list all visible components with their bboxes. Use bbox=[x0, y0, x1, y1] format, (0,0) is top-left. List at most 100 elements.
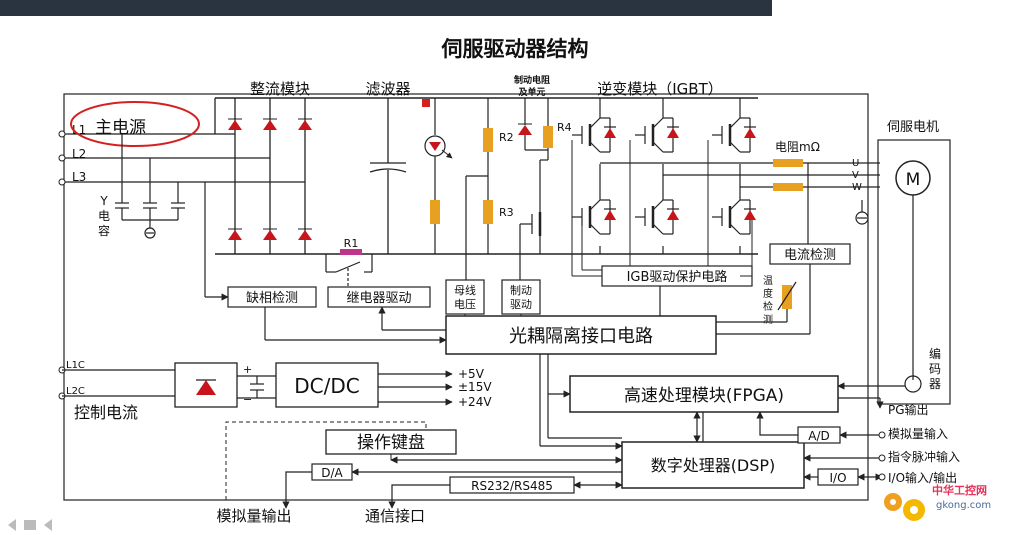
analog-out-label: 模拟量输出 bbox=[216, 507, 291, 525]
dcdc-label: DC/DC bbox=[294, 374, 359, 398]
brake-driver-label-1: 制动 bbox=[510, 284, 532, 297]
freewheel-diode-icon bbox=[667, 210, 679, 220]
filter-label: 滤波器 bbox=[365, 80, 410, 98]
temp-detect-1: 温 bbox=[763, 275, 773, 287]
dcdc-box bbox=[275, 362, 379, 408]
io-inout-label: I/O输入/输出 bbox=[888, 470, 957, 485]
diode-icon bbox=[263, 120, 277, 130]
brake-driver-label-2: 驱动 bbox=[510, 298, 532, 311]
temp-detect-3: 检 bbox=[763, 300, 773, 313]
current-detect-label: 电流检测 bbox=[784, 248, 836, 263]
r4-resistor bbox=[543, 126, 553, 148]
red-marker bbox=[422, 99, 430, 107]
ad-label: A/D bbox=[808, 429, 830, 443]
ground-icon bbox=[855, 200, 869, 225]
r4-label: R4 bbox=[557, 121, 572, 134]
keyboard-label: 操作键盘 bbox=[357, 433, 425, 453]
r1-label: R1 bbox=[344, 237, 359, 250]
terminal-l2 bbox=[58, 154, 66, 162]
brake-diode-icon bbox=[518, 125, 532, 135]
dsp-box bbox=[621, 441, 805, 489]
pulse-in-label: 指令脉冲输入 bbox=[888, 449, 960, 464]
igbt-gate-lines bbox=[571, 140, 753, 277]
temp-detect-4: 测 bbox=[763, 313, 773, 326]
phase-w-label: W bbox=[852, 182, 862, 193]
ad-to-fpga bbox=[756, 411, 798, 436]
r1-resistor bbox=[340, 249, 362, 255]
analog-in-label: 模拟量输入 bbox=[888, 426, 948, 441]
minus-label: − bbox=[243, 393, 252, 406]
diode-icon bbox=[263, 230, 277, 240]
diode-icon bbox=[228, 120, 242, 130]
servo-motor-label: 伺服电机 bbox=[887, 120, 939, 135]
optocoupler-label: 光耦隔离接口电路 bbox=[509, 326, 653, 347]
rectifier-label: 整流模块 bbox=[250, 80, 310, 98]
keyboard-box bbox=[325, 429, 457, 455]
diagram-title: 伺服驱动器结构 bbox=[441, 37, 589, 61]
rs-to-port bbox=[388, 484, 450, 509]
slide-nav-controls[interactable] bbox=[8, 519, 52, 531]
r3-label: R3 bbox=[499, 206, 514, 219]
shunt-resistor-w bbox=[773, 183, 803, 191]
r2-label: R2 bbox=[499, 131, 514, 144]
comm-port-label: 通信接口 bbox=[365, 507, 425, 525]
resistor-mohm-label: 电阻mΩ bbox=[775, 140, 820, 154]
dcdc-outputs bbox=[378, 370, 453, 406]
rectifier-diodes bbox=[228, 118, 312, 240]
l1c-label: L1C bbox=[66, 360, 85, 371]
l2-label: L2 bbox=[72, 147, 86, 161]
thermistor-slash bbox=[777, 281, 797, 311]
terminal-l1 bbox=[58, 130, 66, 138]
igbt-switch-icon bbox=[572, 199, 616, 235]
y-capacitors bbox=[115, 134, 185, 239]
v24-label: +24V bbox=[458, 395, 492, 409]
y-cap-label-3: 容 bbox=[98, 223, 110, 238]
igbt-switch-icon bbox=[572, 117, 616, 153]
brake-driver-box bbox=[501, 279, 541, 315]
terminal-analog-in bbox=[878, 431, 886, 439]
y-cap-label-2: 电 bbox=[98, 209, 110, 223]
io-label: I/O bbox=[829, 471, 846, 485]
phase-loss-label: 缺相检测 bbox=[246, 291, 298, 306]
fpga-label: 高速处理模块(FPGA) bbox=[624, 386, 784, 406]
motor-symbol: M bbox=[906, 170, 921, 190]
igbt-protect-label: IGB驱动保护电路 bbox=[627, 269, 728, 285]
dashed-control-link bbox=[225, 421, 427, 500]
igbt-bridge bbox=[572, 98, 756, 254]
freewheel-diode-icon bbox=[604, 210, 616, 220]
control-power-label: 控制电流 bbox=[74, 403, 138, 422]
watermark-line1: 中华工控网 bbox=[932, 483, 987, 497]
shunt-resistor-u bbox=[773, 159, 803, 167]
optocoupler-box bbox=[445, 315, 717, 355]
led-resistor bbox=[430, 200, 440, 224]
prev-slide-icon bbox=[8, 519, 16, 531]
voltage-divider bbox=[465, 98, 493, 280]
dsp-label: 数字处理器(DSP) bbox=[651, 456, 776, 475]
encoder-icon bbox=[904, 375, 922, 393]
control-diode-icon bbox=[196, 380, 216, 395]
igbt-switch-icon bbox=[635, 117, 679, 153]
encoder-label-1: 编 bbox=[929, 346, 941, 361]
bus-voltage-label-2: 电压 bbox=[454, 298, 476, 311]
watermark-logo: 中华工控网 gkong.com bbox=[884, 483, 991, 521]
watermark-line2: gkong.com bbox=[936, 500, 991, 511]
control-filter-cap bbox=[237, 375, 276, 399]
igbt-switch-icon bbox=[635, 199, 679, 235]
diode-icon bbox=[228, 230, 242, 240]
opto-bus-lines bbox=[539, 354, 623, 450]
y-cap-label-1: Y bbox=[99, 194, 108, 208]
main-power-label: 主电源 bbox=[95, 118, 146, 138]
pg-out-label: PG输出 bbox=[888, 402, 929, 417]
terminal-pulse-in bbox=[878, 454, 886, 462]
main-power-annotation-circle bbox=[70, 101, 200, 147]
freewheel-diode-icon bbox=[744, 210, 756, 220]
relay-driver-label: 继电器驱动 bbox=[346, 291, 411, 306]
terminal-io bbox=[878, 473, 886, 481]
igbt-switch-icon bbox=[712, 199, 756, 235]
diode-icon bbox=[298, 230, 312, 240]
plus-label: + bbox=[243, 363, 252, 376]
l3-label: L3 bbox=[72, 170, 86, 184]
rs-label: RS232/RS485 bbox=[471, 479, 553, 493]
